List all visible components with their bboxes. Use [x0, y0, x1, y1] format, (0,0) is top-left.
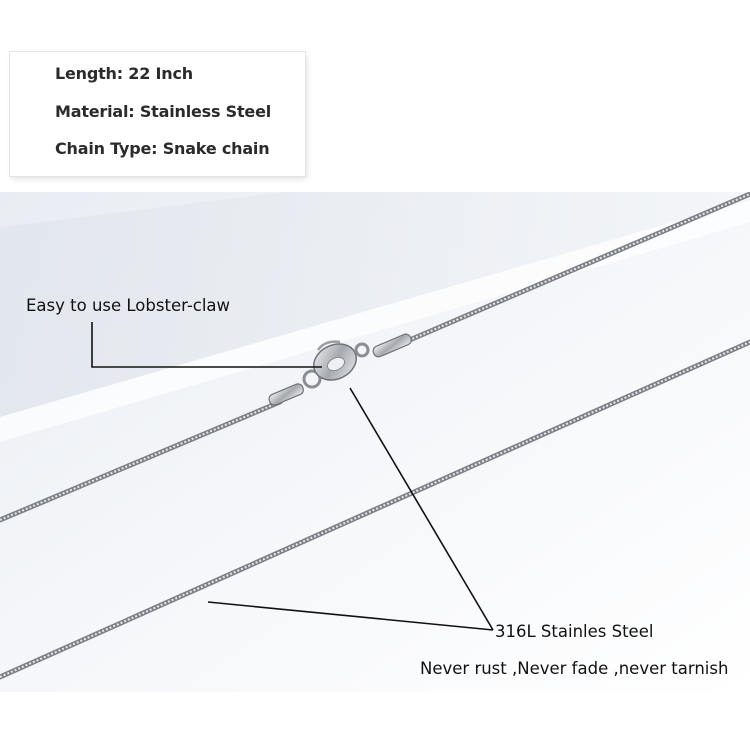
spec-material: Material: Stainless Steel: [55, 102, 272, 121]
light-panel: [0, 192, 750, 417]
lobster-claw-clasp: [268, 333, 412, 406]
steel-callout-line-b: [207, 601, 494, 631]
spec-chain-type: Chain Type: Snake chain: [55, 139, 270, 158]
clasp-callout-line: [91, 322, 322, 368]
steel-callout-line-a: [349, 387, 494, 631]
product-photo: [0, 192, 750, 692]
spec-panel: Length: 22 Inch Material: Stainless Stee…: [10, 52, 305, 176]
callout-lines: [91, 322, 494, 631]
durability-callout-label: Never rust ,Never fade ,never tarnish: [420, 659, 729, 678]
steel-callout-label: 316L Stainles Steel: [495, 622, 654, 641]
spec-length: Length: 22 Inch: [55, 64, 193, 83]
chain-strand-upper: [0, 192, 750, 523]
clasp-callout-label: Easy to use Lobster-claw: [26, 296, 231, 315]
chain-illustration: [0, 192, 750, 692]
chain-strand-lower: [0, 339, 750, 680]
panel-edge-highlight: [0, 200, 750, 442]
